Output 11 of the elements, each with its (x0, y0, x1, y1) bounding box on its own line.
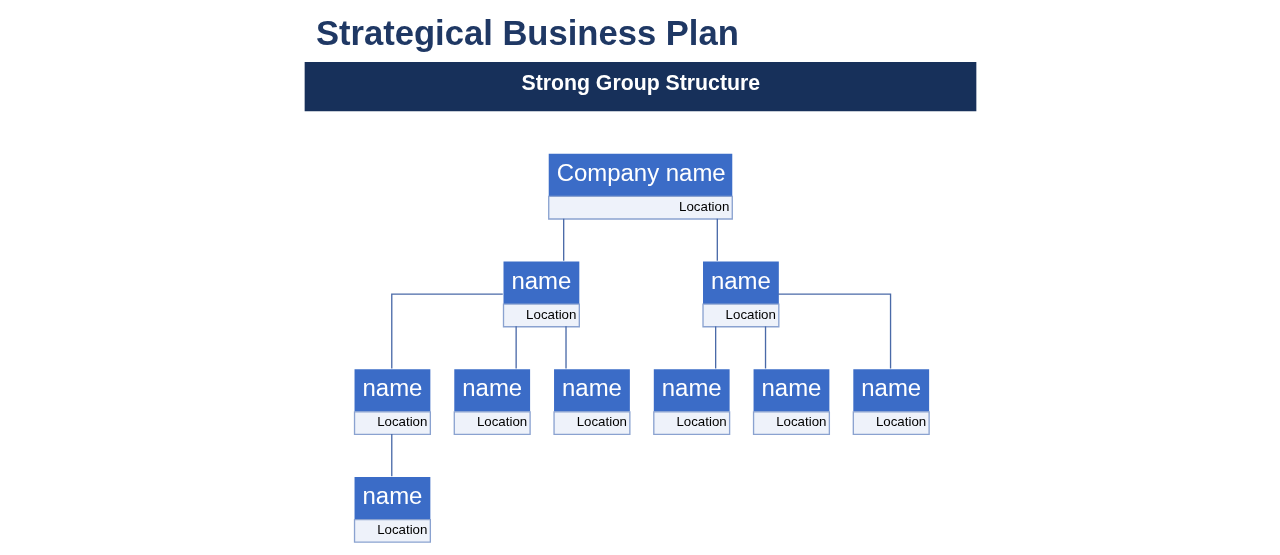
connector (514, 325, 517, 370)
node-box: Strong Group Structure (304, 62, 976, 112)
connector (390, 293, 503, 370)
connector (764, 325, 766, 370)
connector (716, 217, 718, 262)
connector (777, 293, 891, 370)
connector (564, 325, 567, 370)
connector (714, 325, 716, 370)
diagram-title: Strategical Business Plan (315, 14, 739, 53)
connector (390, 433, 392, 477)
connector (562, 217, 564, 262)
